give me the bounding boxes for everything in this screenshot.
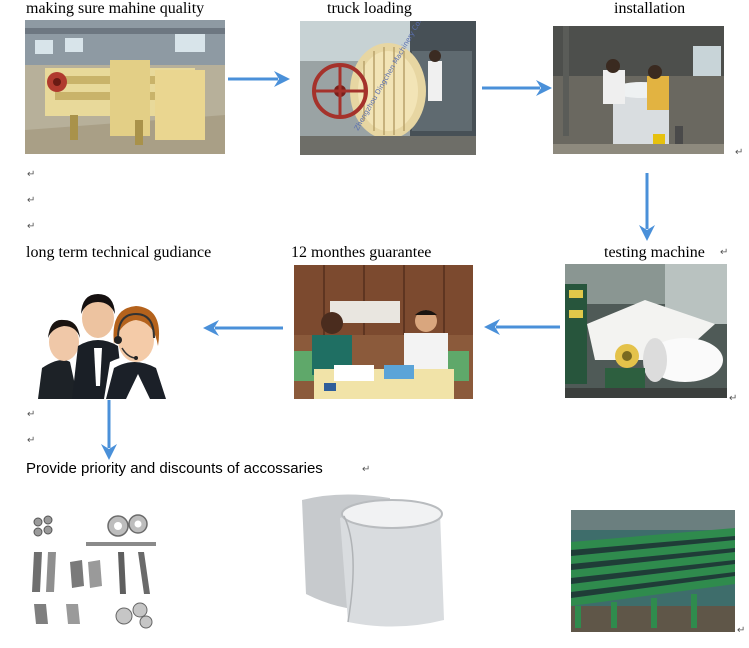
- label-quality: making sure mahine quality: [26, 0, 205, 17]
- right-arrow-icon: [482, 80, 552, 96]
- label-truck-loading: truck loading: [327, 0, 412, 17]
- paragraph-mark: ↵: [27, 169, 36, 180]
- guarantee-signing-photo: [294, 265, 473, 399]
- support-staff-photo: [38, 282, 174, 399]
- felt-photo: [300, 490, 446, 630]
- paragraph-mark: ↵: [362, 464, 371, 475]
- right-arrow-icon: [228, 71, 290, 87]
- label-accessories: Provide priority and discounts of accoss…: [26, 460, 323, 477]
- paragraph-mark: ↵: [737, 625, 746, 636]
- label-testing-machine: testing machine: [604, 244, 705, 261]
- label-installation: installation: [614, 0, 686, 17]
- truck-loading-photo: Zhengzhou Dingchen Machinery Co.,Ltd: [300, 21, 476, 155]
- paragraph-mark: ↵: [27, 435, 36, 446]
- label-guarantee: 12 monthes guarantee: [291, 244, 432, 261]
- installation-photo: [553, 26, 724, 154]
- paragraph-mark: ↵: [27, 195, 36, 206]
- paragraph-mark: ↵: [729, 393, 738, 404]
- testing-machine-photo: [565, 264, 727, 398]
- label-technical-guidance: long term technical gudiance: [26, 244, 212, 261]
- spare-parts-photo: [26, 512, 160, 630]
- forming-section-photo: [571, 510, 735, 632]
- paragraph-mark: ↵: [735, 147, 744, 158]
- paragraph-mark: ↵: [27, 221, 36, 232]
- left-arrow-icon: [484, 319, 560, 335]
- down-arrow-icon: [101, 400, 117, 460]
- paper-machine-photo: [25, 20, 225, 154]
- paragraph-mark: ↵: [720, 247, 729, 258]
- paragraph-mark: ↵: [27, 409, 36, 420]
- down-arrow-icon: [639, 173, 655, 241]
- left-arrow-icon: [203, 320, 283, 336]
